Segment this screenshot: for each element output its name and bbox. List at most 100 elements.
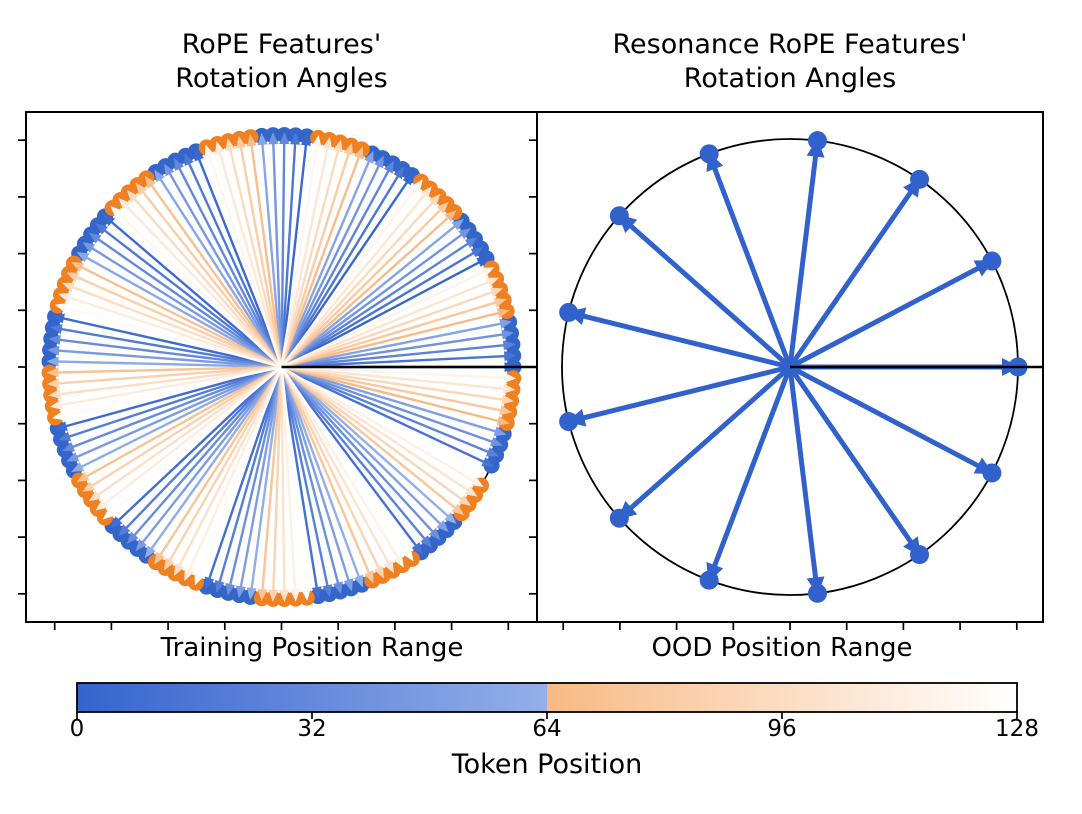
rope-arrow-head [499,318,513,329]
rope-arrow-shaft [280,161,382,368]
left-plot-title: RoPE Features' Rotation Angles [26,28,537,96]
resonance-arrow-head [706,151,724,172]
rope-arrow-shaft [280,366,429,544]
rope-arrow-head [47,345,60,356]
rope-arrow-shaft [68,284,282,369]
rope-arrow-shaft [281,365,497,445]
rope-arrow-shaft [280,140,308,368]
rope-arrow-shaft [280,139,286,368]
resonance-arrow-shaft [577,364,791,422]
rope-arrow-shaft [280,366,297,595]
rope-arrow-head [470,476,484,487]
colorbar-tick-label: 64 [532,716,562,742]
rope-arrow-head [164,163,175,177]
rope-arrow-shaft [280,146,341,368]
rope-arrow-shaft [107,218,283,368]
rope-arrow-shaft [114,209,283,368]
rope-arrow-head [102,214,116,227]
rope-arrow-shaft [130,194,283,368]
rope-arrow-head [126,531,139,544]
rope-arrow-head [503,372,517,383]
rope-arrow-shaft [54,365,282,385]
rope-arrow-shaft [176,366,283,571]
rope-arrow-shaft [147,366,283,554]
rope-arrow-head [144,545,156,559]
rope-arrow-shaft [68,365,282,450]
rope-arrow-shaft [122,202,283,368]
rope-arrow-shaft [280,366,445,529]
rope-arrow-shaft [280,366,382,573]
rope-arrow-shaft [280,366,308,594]
rope-arrow-shaft [280,184,420,368]
rope-arrow-shaft [280,366,341,588]
rope-arrow-head [246,134,257,147]
rope-arrow-shaft [130,366,283,540]
rope-arrow-head [353,146,364,160]
resonance-arrow-head [566,307,587,325]
rope-arrow-shaft [249,366,283,594]
rope-arrow-head [257,132,268,146]
rope-arrow-head [76,251,90,263]
rope-arrow-head [52,313,65,324]
rope-arrow-shaft [72,365,282,460]
rope-arrow-head [481,457,495,467]
rope-arrow-head [489,436,503,447]
rope-arrow-head [353,574,364,588]
rope-arrow-head [110,205,123,218]
rope-arrow-head [374,155,384,169]
rope-arrow-head [58,292,72,303]
right-plot-title-line2: Rotation Angles [683,63,897,94]
rope-arrow-shaft [53,360,282,369]
rope-arrow-shaft [280,190,429,368]
rope-arrow-head [49,399,63,410]
rope-arrow-shaft [196,154,283,368]
rope-arrow-shaft [280,222,460,368]
rope-arrow-head [71,462,85,472]
rope-arrow-shaft [280,366,411,557]
rope-arrow-head [174,158,184,171]
rope-arrow-shaft [280,166,392,368]
rope-arrow-head [428,193,441,207]
rope-arrow-shaft [54,349,282,369]
resonance-arrow-head [806,138,825,158]
rope-arrow-head [485,447,499,457]
rope-arrow-head [268,589,279,602]
rope-arrow-shaft [280,366,453,521]
rope-arrow-shaft [157,366,283,560]
rope-arrow-head [184,567,194,581]
rope-arrow-head [503,351,517,362]
colorbar-segment-ood [547,683,1017,712]
resonance-arrow-shaft [787,186,916,369]
rope-arrow-shaft [87,244,283,369]
rope-arrow-shaft [82,365,283,480]
rope-arrow-shaft [281,354,510,369]
rope-arrow-shaft [176,163,283,368]
colorbar-tick-label: 32 [297,716,327,742]
rope-arrow-head [126,190,139,203]
rope-arrow-head [225,138,236,152]
rope-arrow-shaft [281,279,493,369]
rope-arrow-shaft [72,274,282,369]
rope-arrow-head [464,485,478,497]
resonance-arrow-head [973,260,994,277]
rope-arrow-shaft [281,365,506,413]
rope-arrow-head [154,169,165,183]
rope-arrow-shaft [280,366,402,563]
rope-arrow-head [82,242,96,253]
rope-arrow-shaft [280,366,437,536]
resonance-arrow-head [806,576,825,596]
rope-arrow-shaft [206,150,283,368]
rope-arrow-shaft [228,366,283,590]
rope-arrow-shaft [280,171,402,368]
rope-arrow-shaft [139,366,283,547]
rope-arrow-head [493,426,507,437]
rope-arrow-head [470,247,484,258]
rope-arrow-head [393,554,404,568]
rope-arrow-head [343,142,354,156]
rope-arrow-shaft [280,269,489,369]
rope-arrow-shaft [260,366,283,595]
rope-arrow-shaft [280,240,473,369]
rope-arrow-shaft [281,343,509,369]
rope-arrow-head [46,367,59,378]
rope-arrow-shaft [186,366,283,576]
